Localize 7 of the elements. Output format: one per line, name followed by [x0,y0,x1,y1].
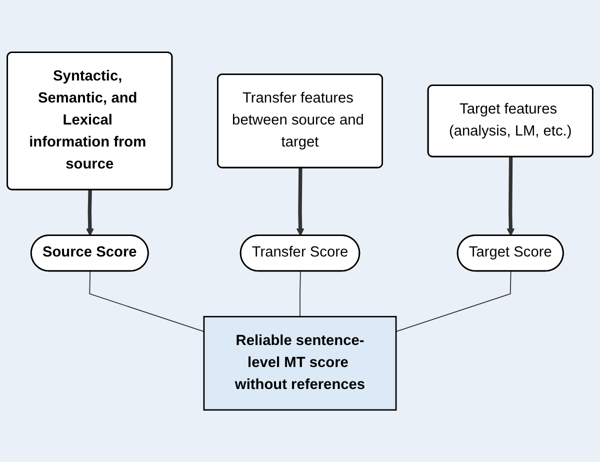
arrow [296,168,304,236]
connector [300,270,301,317]
connector [396,270,512,332]
arrow [86,190,94,236]
connector [89,270,204,332]
node-box: Reliable sentence-level MT score without references [203,316,397,410]
arrow [506,156,515,236]
